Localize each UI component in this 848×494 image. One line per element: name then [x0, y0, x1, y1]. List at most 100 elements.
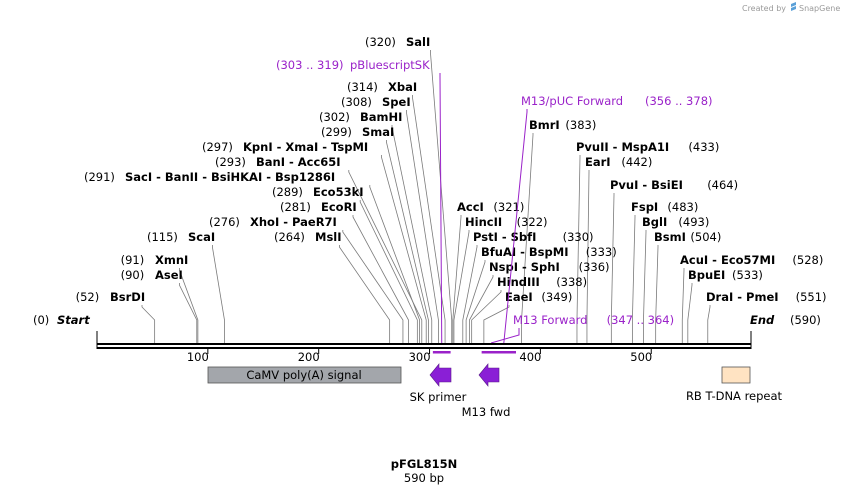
primer-range: (356 .. 378) — [645, 94, 713, 108]
site-enzymes: NspI - SphI — [489, 260, 560, 274]
site-position: (264) — [274, 230, 305, 244]
feature-m13-fwd[interactable]: M13 fwd — [462, 363, 511, 419]
leader-line — [655, 245, 659, 343]
site-enzymes: HindIII — [497, 275, 540, 289]
site-xhoi-paer7i[interactable]: (276)XhoI - PaeR7I — [209, 215, 337, 229]
site-position: (551) — [796, 290, 827, 304]
site-position: (333) — [586, 245, 617, 259]
leader-line — [483, 305, 510, 343]
site-enzymes: DraI - PmeI — [706, 290, 779, 304]
site-scai[interactable]: (115)ScaI — [147, 230, 215, 244]
site-enzymes: AseI — [155, 268, 183, 282]
leader-line — [462, 245, 478, 343]
site-position: (291) — [84, 170, 115, 184]
primer-range: (347 .. 364) — [607, 313, 675, 327]
site-bsmi[interactable]: (504)BsmI — [654, 230, 721, 244]
site-xbai[interactable]: (314)XbaI — [347, 80, 417, 94]
leader-line — [391, 125, 433, 343]
site-position: (299) — [321, 125, 352, 139]
site-eari[interactable]: (442)EarI — [585, 155, 652, 169]
site-bpuei[interactable]: (533) BpuEI — [688, 268, 763, 282]
site-bgli[interactable]: (493)BglI — [642, 215, 709, 229]
leader-line — [631, 215, 636, 343]
site-bsrdi[interactable]: (52)BsrDI — [76, 290, 146, 304]
primer-pbluescriptsk[interactable]: (303 .. 319)pBluescriptSK — [276, 58, 451, 354]
site-enzymes: KpnI - XmaI - TspMI — [243, 140, 368, 154]
leader-line — [381, 155, 427, 343]
site-enzymes: BmrI — [529, 118, 560, 132]
feature-label: M13 fwd — [462, 405, 511, 419]
site-asei[interactable]: (90)AseI — [121, 268, 183, 282]
site-bani-acc65i[interactable]: (293)BanI - Acc65I — [215, 155, 341, 169]
ruler-tick-label: 500 — [630, 350, 652, 364]
feature-rb-t-dna-repeat[interactable]: RB T-DNA repeat — [686, 366, 783, 403]
ruler-tick-label: 300 — [409, 350, 431, 364]
site-kpni-xmai-tspmi[interactable]: (297) KpnI - XmaI - TspMI — [202, 140, 368, 154]
leader-line — [348, 170, 423, 343]
site-pvuii-mspa1i[interactable]: (433)PvuII - MspA1I — [576, 140, 719, 154]
site-eco53ki[interactable]: (289)Eco53kI — [272, 185, 364, 199]
ruler-tick-label: 100 — [187, 350, 209, 364]
site-position: (336) — [579, 260, 610, 274]
start-position: (0) — [33, 313, 49, 327]
site-nspi-sphi[interactable]: (336) NspI - SphI — [489, 260, 610, 274]
site-enzymes: SalI — [406, 35, 430, 49]
site-acui-eco57mi[interactable]: (528)AcuI - Eco57MI — [680, 253, 823, 267]
site-enzymes: BsrDI — [110, 290, 145, 304]
credit-brand[interactable]: SnapGene — [799, 4, 840, 13]
site-xmni[interactable]: (91)XmnI — [121, 253, 189, 267]
site-pvui-bsiei[interactable]: (464)PvuI - BsiEI — [610, 178, 738, 192]
site-position: (504) — [690, 230, 721, 244]
site-position: (533) — [732, 268, 763, 282]
site-saci-banii-bsihkai-bsp1286i[interactable]: (291) SacI - BanII - BsiHKAI - Bsp1286I — [84, 170, 335, 184]
site-bfuai-bspmi[interactable]: (333)BfuAI - BspMI — [481, 245, 617, 259]
site-enzymes: BpuEI — [688, 268, 725, 282]
site-position: (281) — [280, 200, 311, 214]
primer-leader — [439, 73, 443, 344]
primer-m13-forward[interactable]: M13 Forward(347 .. 364) — [481, 313, 675, 354]
leader-line — [386, 140, 429, 343]
site-enzymes: BanI - Acc65I — [256, 155, 341, 169]
site-drai-pmei[interactable]: (551) DraI - PmeI — [706, 290, 827, 304]
site-bmri[interactable]: (383)BmrI — [529, 118, 596, 132]
site-position: (322) — [517, 215, 548, 229]
site-enzymes: PstI - SbfI — [473, 230, 536, 244]
site-bamhi[interactable]: (302)BamHI — [319, 110, 402, 124]
site-position: (308) — [341, 95, 372, 109]
site-psti-sbfi[interactable]: (330)PstI - SbfI — [473, 230, 594, 244]
site-enzymes: SpeI — [382, 95, 411, 109]
site-enzymes: ScaI — [188, 230, 215, 244]
leader-line — [359, 200, 418, 343]
site-eaei[interactable]: (349)EaeI — [505, 290, 572, 304]
site-msli[interactable]: (264)MslI — [274, 230, 342, 244]
site-fspi[interactable]: (483)FspI — [631, 200, 698, 214]
site-enzymes: PvuI - BsiEI — [610, 178, 683, 192]
feature-sk-primer[interactable]: SK primer — [410, 363, 467, 404]
feature-camv-poly-a-signal[interactable]: CaMV poly(A) signal — [207, 366, 402, 384]
site-sali[interactable]: (320)SalI — [365, 35, 430, 49]
site-enzymes: AcuI - Eco57MI — [680, 253, 775, 267]
leader-line — [452, 215, 462, 343]
feature-label: SK primer — [410, 390, 467, 404]
site-position: (297) — [202, 140, 233, 154]
site-ecori[interactable]: (281)EcoRI — [280, 200, 357, 214]
site-labels: (320)SalI(314)XbaI(308)SpeI(302)BamHI(29… — [76, 35, 827, 304]
site-hindiii[interactable]: (338)HindIII — [497, 275, 587, 289]
primer-range: (303 .. 319) — [276, 58, 344, 72]
site-enzymes: SacI - BanII - BsiHKAI - Bsp1286I — [125, 170, 335, 184]
site-enzymes: XhoI - PaeR7I — [250, 215, 337, 229]
leader-line — [586, 170, 590, 343]
start-label: Start — [57, 313, 90, 327]
site-smai[interactable]: (299) SmaI — [321, 125, 394, 139]
primer-m13-puc-forward[interactable]: M13/pUC Forward(356 .. 378) — [491, 94, 713, 354]
leader-line — [179, 283, 198, 343]
primer-bar — [491, 351, 517, 354]
site-enzymes: SmaI — [362, 125, 394, 139]
site-hincii[interactable]: (322)HincII — [465, 215, 548, 229]
site-enzymes: XbaI — [388, 80, 417, 94]
ruler-tick-label: 400 — [519, 350, 541, 364]
site-spei[interactable]: (308) SpeI — [341, 95, 411, 109]
site-acci[interactable]: (321)AccI — [457, 200, 524, 214]
site-enzymes: BamHI — [360, 110, 402, 124]
